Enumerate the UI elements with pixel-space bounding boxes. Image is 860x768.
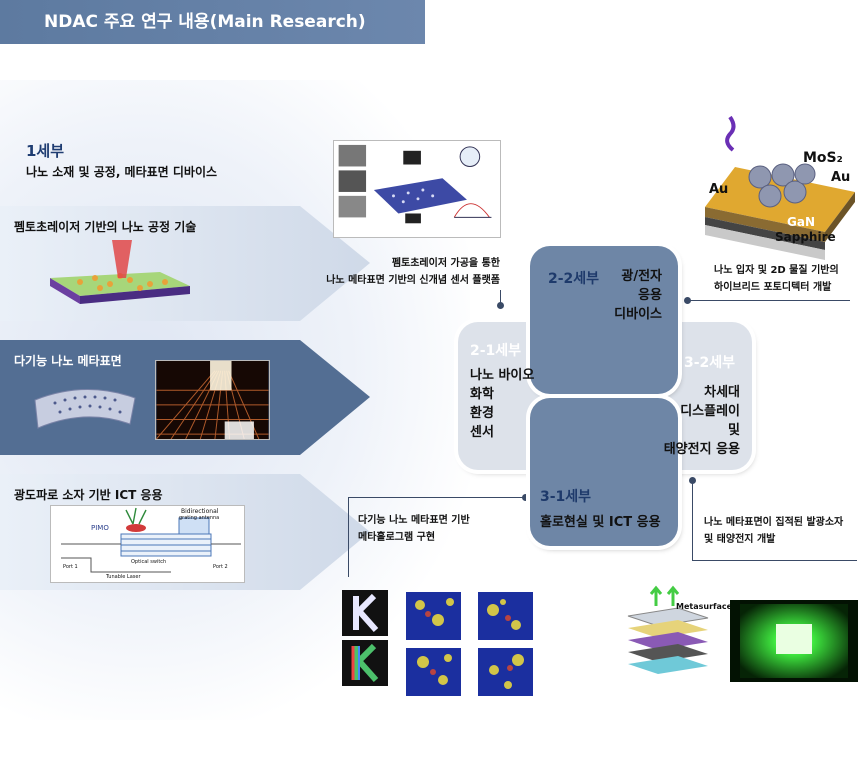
hologram-heatmaps xyxy=(406,592,533,696)
port1-label: Port 1 xyxy=(63,564,78,570)
flexible-metasurface-illustration xyxy=(34,388,136,429)
tile-3-2-title: 3-2세부 xyxy=(684,355,736,371)
emitter-glow-photo xyxy=(730,600,858,682)
tile-3-1-title: 3-1세부 xyxy=(540,489,592,505)
section1-subtitle: 나노 소재 및 공정, 메타표면 디바이스 xyxy=(26,165,218,179)
metasurface-figure-label: Metasurface xyxy=(676,602,733,611)
caption-femto: 펨토초레이저 가공을 통한 나노 메타표면 기반의 신개념 센서 플랫폼 xyxy=(326,258,500,286)
page-header: NDAC 주요 연구 내용(Main Research) xyxy=(0,0,425,44)
gan-label: GaN xyxy=(787,215,815,229)
tile-3-2-text: 차세대 디스플레이 및 태양전지 응용 xyxy=(663,385,740,457)
tile-3-1 xyxy=(530,398,678,546)
page-title: NDAC 주요 연구 내용(Main Research) xyxy=(44,12,366,32)
au-left-label: Au xyxy=(709,182,729,197)
hologram-k-color xyxy=(342,640,388,686)
connector-dot-photodetector xyxy=(684,297,691,304)
hologram-k-white xyxy=(342,590,388,636)
waveguide-label: 광도파로 소자 기반 ICT 응용 xyxy=(14,488,163,502)
tunable-laser-label: Tunable Laser xyxy=(106,574,141,580)
connector-dot-femto xyxy=(497,302,504,309)
femto-process-label: 펨토초레이저 기반의 나노 공정 기술 xyxy=(14,220,197,234)
metasurface-photo xyxy=(155,360,270,440)
tile-2-1-text: 나노 바이오 화학 환경 센서 xyxy=(470,368,535,440)
port2-label: Port 2 xyxy=(213,564,228,570)
tile-2-1-title: 2-1세부 xyxy=(470,343,522,359)
caption-hologram: 다기능 나노 메타표면 기반 메타홀로그램 구현 xyxy=(358,515,470,543)
mos2-label: MoS₂ xyxy=(803,150,843,166)
au-right-label: Au xyxy=(831,170,851,185)
tile-3-1-text: 홀로현실 및 ICT 응용 xyxy=(540,515,661,530)
connector-dot-emitter xyxy=(689,477,696,484)
pimo-label: PIMO xyxy=(91,524,109,532)
grating-antenna-label: grating antenna xyxy=(179,515,220,521)
section1-title: 1세부 xyxy=(26,142,65,160)
metasurface-label: 다기능 나노 메타표면 xyxy=(14,354,122,368)
femto-process-illustration xyxy=(50,240,190,304)
caption-photodetector: 나노 입자 및 2D 물질 기반의 하이브리드 포토디텍터 개발 xyxy=(714,265,839,293)
emitter-stack-figure: Metasurface xyxy=(618,584,732,684)
bidirectional-label: Bidirectional xyxy=(181,508,219,515)
optical-switch-label: Optical switch xyxy=(131,559,167,565)
sapphire-label: Sapphire xyxy=(775,230,836,244)
femto-sensor-figure xyxy=(333,140,501,238)
tile-2-2-title: 2-2세부 xyxy=(548,271,600,287)
tile-2-2-text: 광/전자 응용 디바이스 xyxy=(614,269,662,322)
caption-emitter: 나노 메타표면이 집적된 발광소자 및 태양전지 개발 xyxy=(704,517,844,545)
waveguide-diagram: PIMO Bidirectional grating antenna Optic… xyxy=(50,505,245,583)
connector-dot-hologram xyxy=(522,494,529,501)
photodetector-figure: MoS₂ Au Au GaN Sapphire xyxy=(705,112,855,262)
tile-2-2 xyxy=(530,246,678,394)
